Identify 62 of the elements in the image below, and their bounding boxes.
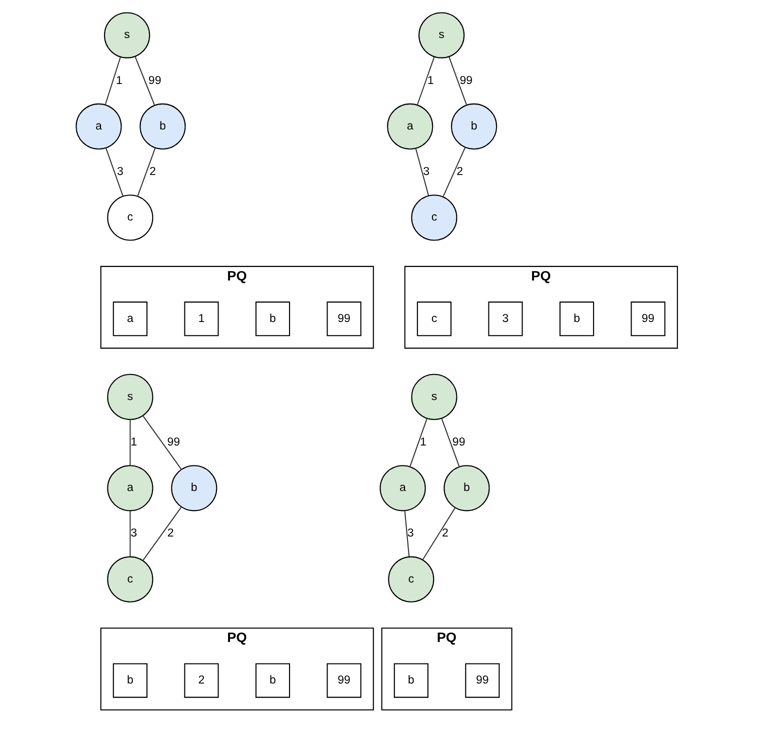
node-circle: a: [379, 465, 426, 512]
node-circle: c: [106, 194, 153, 241]
node-circle: s: [103, 12, 150, 58]
node-box: b: [558, 302, 594, 336]
node-circle: a: [106, 465, 153, 512]
edge-label: 3: [130, 528, 137, 540]
node-box: 99: [464, 663, 500, 698]
node-box: b: [254, 302, 290, 336]
connector: [448, 56, 467, 106]
node-circle: b: [443, 465, 490, 512]
node-circle: c: [388, 556, 434, 602]
node-circle: s: [418, 12, 464, 58]
node-box: b: [112, 663, 147, 698]
edge-label: 1: [130, 436, 137, 448]
connector: [129, 510, 130, 557]
edge-label: 3: [422, 166, 430, 178]
connector: [104, 56, 120, 106]
connector: [416, 56, 434, 106]
node-box: 99: [630, 302, 665, 336]
node-box: 2: [184, 663, 218, 698]
connector: [136, 148, 156, 197]
edge-label: 1: [426, 74, 434, 87]
node-circle: s: [410, 374, 457, 420]
connector: [440, 418, 460, 468]
edge-label: 2: [442, 528, 448, 540]
connector: [134, 56, 155, 106]
node-circle: b: [450, 103, 497, 150]
node-box: 3: [488, 302, 522, 336]
edge-label: 99: [452, 436, 465, 448]
node-circle: b: [139, 103, 186, 150]
node-box: a: [112, 302, 147, 336]
node-circle: s: [106, 374, 153, 420]
edge-label: 1: [115, 74, 122, 87]
node-circle: b: [170, 465, 217, 512]
node-box: b: [254, 663, 290, 698]
node-box: 1: [184, 302, 218, 336]
edge-label: 99: [148, 74, 161, 87]
node-circle: a: [75, 103, 122, 150]
node-circle: c: [106, 556, 153, 602]
edge-label: 2: [166, 528, 174, 540]
edge-label: 3: [116, 166, 123, 178]
edge-label: 99: [459, 74, 472, 87]
connector: [409, 418, 427, 467]
node-box: 99: [326, 663, 361, 698]
connector: [142, 506, 182, 561]
connector: [142, 416, 182, 470]
connector: [404, 510, 410, 557]
edge-label: 3: [406, 528, 414, 540]
connector: [105, 148, 123, 196]
edge-label: 2: [456, 166, 463, 178]
connector: [129, 420, 130, 466]
node-box: b: [393, 663, 428, 698]
node-box: c: [416, 302, 451, 336]
connector: [422, 507, 456, 560]
connector: [414, 148, 429, 196]
edge-label: 1: [419, 436, 426, 448]
node-box: 99: [326, 302, 361, 336]
node-circle: a: [386, 103, 433, 150]
connector: [442, 147, 466, 198]
edge-label: 2: [149, 166, 156, 178]
edge-label: 99: [166, 436, 180, 448]
node-circle: c: [410, 194, 457, 241]
